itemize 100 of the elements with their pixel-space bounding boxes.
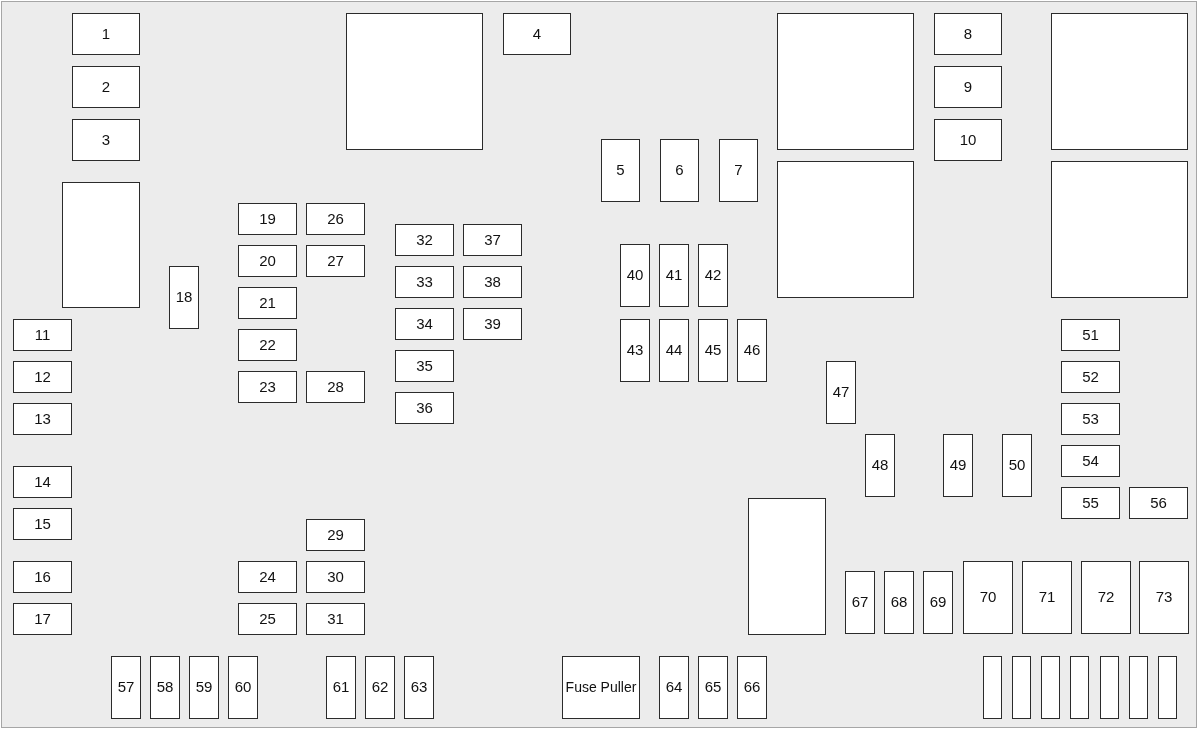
fuse-label: 24 — [259, 566, 276, 587]
fuse-slot — [923, 571, 953, 634]
fuse-slot — [698, 319, 728, 382]
relay-slot — [1041, 656, 1060, 719]
fuse-label: 20 — [259, 250, 276, 271]
relay-slot — [1012, 656, 1031, 719]
fuse-label: 65 — [704, 677, 722, 698]
fuse-label: 61 — [332, 677, 350, 698]
fuse-label: 46 — [743, 340, 761, 361]
fuse-label: 45 — [704, 340, 722, 361]
fuse-slot — [13, 319, 72, 351]
fuse-slot — [660, 139, 699, 202]
fuse-slot — [1002, 434, 1032, 497]
fuse-slot — [620, 319, 650, 382]
relay-slot — [62, 182, 140, 308]
fuse-slot — [395, 308, 454, 340]
fuse-label: 34 — [416, 313, 433, 334]
fuse-slot — [238, 245, 297, 277]
fuse-label: 26 — [327, 208, 344, 229]
fuse-label: 8 — [963, 23, 973, 44]
fuse-slot — [845, 571, 875, 634]
fuse-label: 59 — [195, 677, 213, 698]
fuse-slot — [238, 371, 297, 403]
fuse-slot — [1061, 361, 1120, 393]
fuse-label: 12 — [34, 366, 51, 387]
fuse-label: 35 — [416, 355, 433, 376]
fuse-slot — [737, 656, 767, 719]
fuse-label: 67 — [851, 592, 869, 613]
fuse-slot — [13, 561, 72, 593]
fuse-label: 22 — [259, 334, 276, 355]
relay-slot — [777, 13, 914, 150]
fuse-slot — [934, 119, 1002, 161]
relay-slot — [777, 161, 914, 298]
fuse-label: 56 — [1150, 492, 1167, 513]
fuse-slot — [404, 656, 434, 719]
fuse-slot — [934, 66, 1002, 108]
fuse-slot — [365, 656, 395, 719]
fuse-label: 71 — [1038, 587, 1056, 608]
fuse-label: Fuse Puller — [565, 678, 637, 697]
fuse-label: 69 — [929, 592, 947, 613]
fuse-slot — [228, 656, 258, 719]
fuse-slot — [13, 361, 72, 393]
fuse-label: 2 — [101, 76, 111, 97]
fuse-label: 18 — [175, 287, 193, 308]
fuse-label: 49 — [949, 455, 967, 476]
fuse-slot — [934, 13, 1002, 55]
fuse-label: 68 — [890, 592, 908, 613]
fuse-label: 19 — [259, 208, 276, 229]
relay-slot — [1129, 656, 1148, 719]
fuse-label: 15 — [34, 513, 51, 534]
fuse-label: 53 — [1082, 408, 1099, 429]
fuse-label: 44 — [665, 340, 683, 361]
fuse-label: 72 — [1097, 587, 1115, 608]
fuse-label: 16 — [34, 566, 51, 587]
fuse-slot — [659, 656, 689, 719]
fuse-label: 33 — [416, 271, 433, 292]
fuse-slot — [13, 403, 72, 435]
fuse-label: 55 — [1082, 492, 1099, 513]
fuse-slot — [943, 434, 973, 497]
fuse-slot — [719, 139, 758, 202]
fuse-slot — [659, 244, 689, 307]
fuse-slot — [238, 287, 297, 319]
fuse-label: 58 — [156, 677, 174, 698]
fuse-slot — [111, 656, 141, 719]
fuse-label: 50 — [1008, 455, 1026, 476]
fuse-slot — [1061, 319, 1120, 351]
fuse-label: 13 — [34, 408, 51, 429]
fuse-label: 63 — [410, 677, 428, 698]
fuse-label: 11 — [34, 324, 51, 345]
fuse-label: 21 — [259, 292, 276, 313]
fuse-label: 9 — [963, 76, 973, 97]
fuse-label: 32 — [416, 229, 433, 250]
fuse-slot — [659, 319, 689, 382]
fuse-slot — [698, 244, 728, 307]
fuse-slot — [395, 266, 454, 298]
fuse-slot — [463, 308, 522, 340]
fuse-label: 41 — [665, 265, 683, 286]
relay-slot — [1100, 656, 1119, 719]
fuse-slot — [1061, 487, 1120, 519]
fuse-label: 51 — [1082, 324, 1099, 345]
fuse-label: 31 — [327, 608, 344, 629]
fuse-slot — [463, 266, 522, 298]
fuse-label: 54 — [1082, 450, 1099, 471]
fuse-slot — [189, 656, 219, 719]
fuse-slot — [1129, 487, 1188, 519]
fuse-slot — [13, 603, 72, 635]
fuse-slot — [1022, 561, 1072, 634]
fuse-label: 62 — [371, 677, 389, 698]
fuse-label: 1 — [101, 23, 111, 44]
relay-slot — [983, 656, 1002, 719]
fuse-slot — [963, 561, 1013, 634]
fuse-label: 28 — [327, 376, 344, 397]
fuse-slot — [562, 656, 640, 719]
fuse-slot — [238, 329, 297, 361]
fuse-slot — [395, 392, 454, 424]
fuse-label: 36 — [416, 397, 433, 418]
fuse-label: 5 — [616, 160, 625, 181]
fuse-label: 37 — [484, 229, 501, 250]
fuse-label: 57 — [117, 677, 135, 698]
fuse-label: 14 — [34, 471, 51, 492]
